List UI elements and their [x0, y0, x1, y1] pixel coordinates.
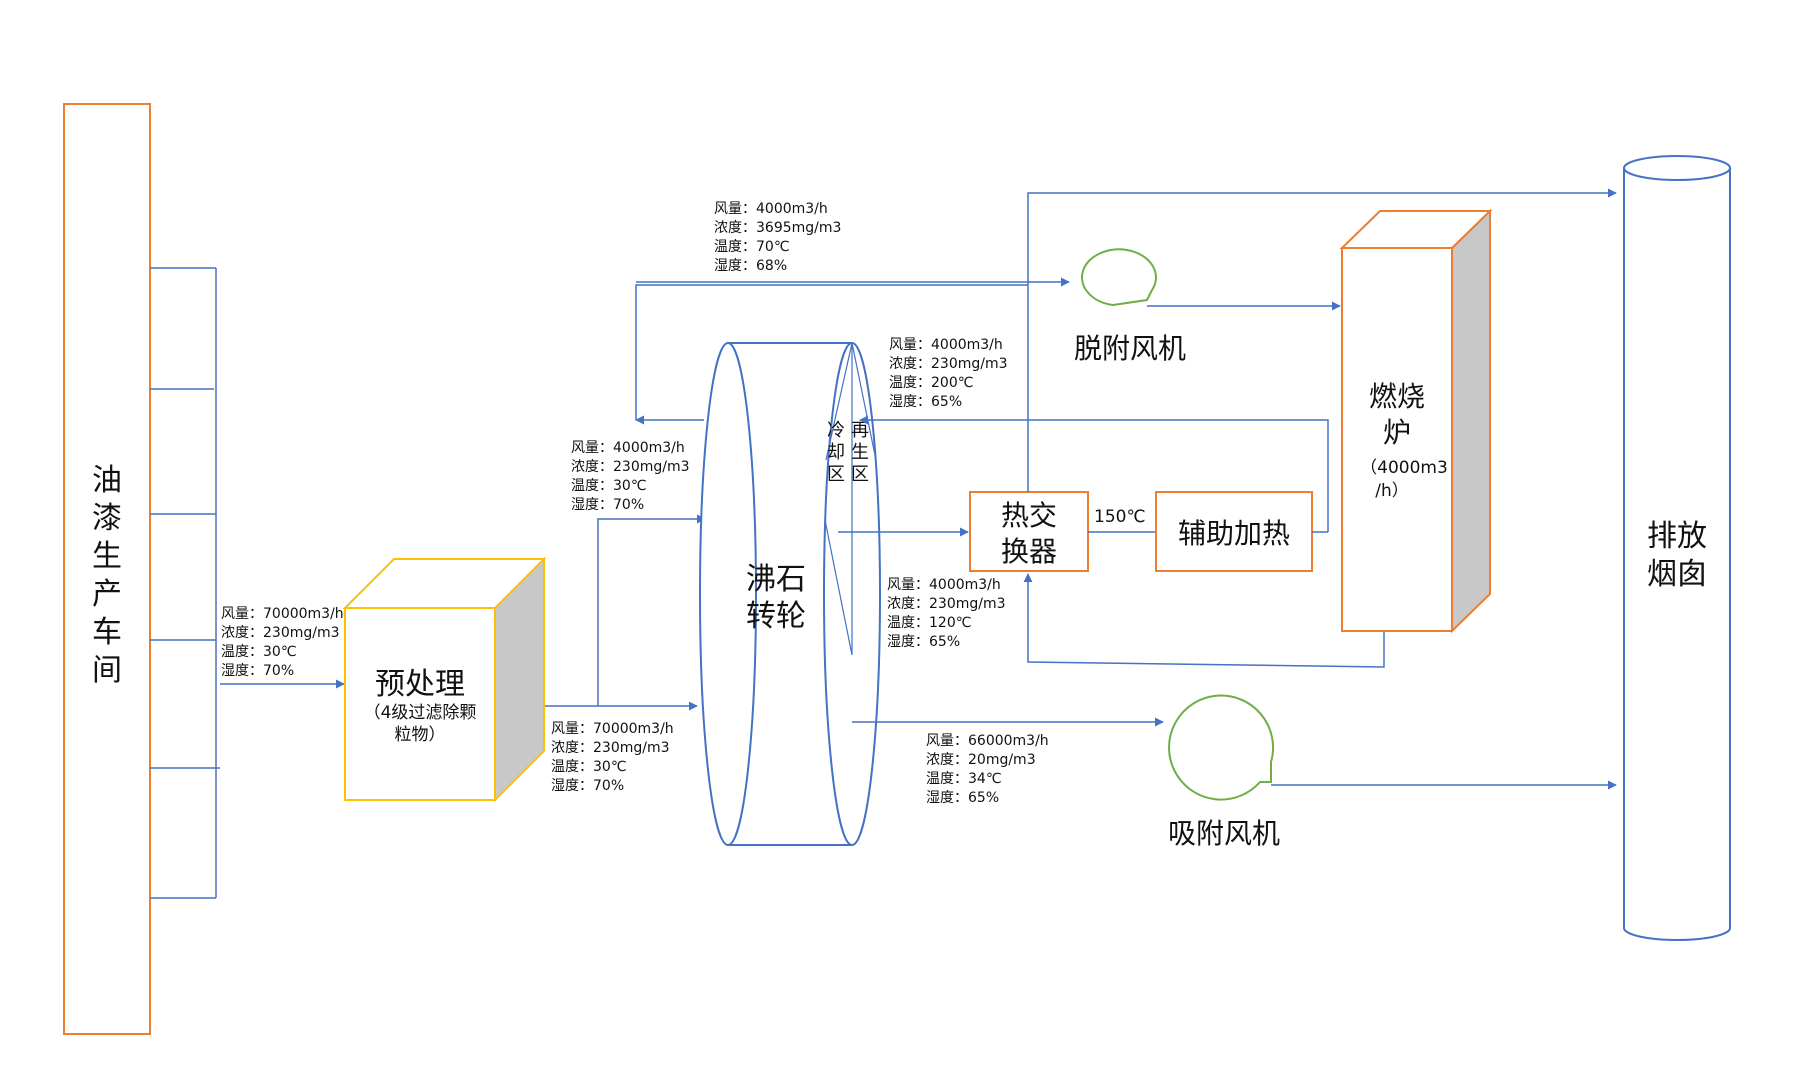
- param-line: 风量：4000m3/h: [889, 337, 1003, 353]
- cooling-branch-arrow: [597, 514, 706, 706]
- param-line: 浓度：230mg/m3: [889, 356, 1008, 372]
- param-line: 浓度：230mg/m3: [571, 459, 690, 475]
- param-line: 温度：70℃: [714, 239, 790, 255]
- workshop-text-char: 产: [92, 577, 122, 612]
- regen-in-arrow: [859, 415, 1329, 532]
- exhaust-manifold: [150, 267, 220, 899]
- param-line: 温度：30℃: [221, 644, 297, 660]
- inlet-params: 风量：70000m3/h 浓度：230mg/m3 温度：30℃ 湿度：70%: [221, 606, 344, 679]
- param-line: 风量：4000m3/h: [887, 577, 1001, 593]
- pretreat-note-line1: （4级过滤除颗: [364, 703, 477, 723]
- workshop-text-char: 车: [92, 615, 122, 650]
- furnace-box: [1339, 208, 1493, 634]
- wheel-title-line2: 转轮: [746, 599, 806, 634]
- param-line: 风量：4000m3/h: [714, 201, 828, 217]
- param-line: 温度：30℃: [571, 478, 647, 494]
- workshop-text-char: 间: [92, 653, 122, 688]
- param-line: 浓度：230mg/m3: [551, 740, 670, 756]
- param-line: 温度：200℃: [889, 375, 973, 391]
- cool-text-char: 区: [827, 464, 845, 485]
- regen-text-char: 再: [851, 420, 869, 441]
- regen-text-char: 区: [851, 464, 869, 485]
- furnace-title-line1: 燃烧: [1369, 380, 1425, 413]
- param-line: 湿度：68%: [714, 258, 787, 274]
- workshop-text-char: 生: [92, 539, 122, 574]
- param-line: 风量：70000m3/h: [551, 721, 674, 737]
- regen-zone-label: 再生区: [851, 420, 869, 485]
- furnace-to-hx-arrow: [1023, 573, 1385, 668]
- param-line: 浓度：20mg/m3: [926, 752, 1036, 768]
- desorb-out-params: 风量：4000m3/h 浓度：3695mg/m3 温度：70℃ 湿度：68%: [714, 201, 841, 274]
- pretreat-title: 预处理: [375, 667, 465, 702]
- cool-text-char: 冷: [827, 420, 845, 441]
- param-line: 风量：66000m3/h: [926, 733, 1049, 749]
- param-line: 风量：70000m3/h: [221, 606, 344, 622]
- param-line: 湿度：70%: [571, 497, 644, 513]
- pretreat-note-line2: 粒物）: [395, 725, 446, 745]
- cooling-inlet-params: 风量：4000m3/h 浓度：230mg/m3 温度：30℃ 湿度：70%: [571, 440, 690, 513]
- stack: [1623, 155, 1731, 941]
- cooling-zone-label: 冷却区: [827, 420, 845, 485]
- param-line: 风量：4000m3/h: [571, 440, 685, 456]
- param-line: 温度：120℃: [887, 615, 971, 631]
- cooling-out-params: 风量：4000m3/h 浓度：230mg/m3 温度：120℃ 湿度：65%: [887, 577, 1006, 650]
- furnace-cap-line2: /h）: [1375, 481, 1409, 501]
- desorb-out-arrow: [635, 284, 1028, 420]
- param-line: 浓度：3695mg/m3: [714, 220, 841, 236]
- workshop-text-char: 漆: [92, 501, 122, 536]
- param-line: 湿度：70%: [221, 663, 294, 679]
- regen-inlet-params: 风量：4000m3/h 浓度：230mg/m3 温度：200℃ 湿度：65%: [889, 337, 1008, 410]
- furnace-title-line2: 炉: [1383, 416, 1411, 449]
- param-line: 湿度：65%: [887, 634, 960, 650]
- stack-label-line1: 排放: [1647, 519, 1707, 554]
- hx-to-stack-arrow: [1027, 188, 1617, 492]
- heat-exchanger-box: [969, 491, 1089, 572]
- param-line: 湿度：65%: [926, 790, 999, 806]
- wheel-sector-lines: [824, 342, 877, 656]
- param-line: 湿度：70%: [551, 778, 624, 794]
- adsorb-fan: [1168, 694, 1274, 801]
- param-line: 浓度：230mg/m3: [887, 596, 1006, 612]
- param-line: 温度：34℃: [926, 771, 1002, 787]
- desorb-fan: [1081, 248, 1157, 307]
- workshop-text-char: 油: [92, 463, 122, 498]
- clean-out-params: 风量：66000m3/h 浓度：20mg/m3 温度：34℃ 湿度：65%: [926, 733, 1049, 806]
- wheel-title-line1: 沸石: [746, 562, 806, 597]
- stack-label-line2: 烟囱: [1647, 557, 1707, 592]
- desorb-fan-label: 脱附风机: [1074, 332, 1186, 365]
- param-line: 湿度：65%: [889, 394, 962, 410]
- param-line: 浓度：230mg/m3: [221, 625, 340, 641]
- cool-text-char: 却: [827, 442, 845, 463]
- pretreat-box: [342, 556, 547, 803]
- workshop-box: [63, 103, 151, 1035]
- furnace-cap-line1: （4000m3: [1360, 458, 1448, 478]
- aux-temp-label: 150℃: [1094, 507, 1146, 527]
- param-line: 温度：30℃: [551, 759, 627, 775]
- after-pretreat-params: 风量：70000m3/h 浓度：230mg/m3 温度：30℃ 湿度：70%: [551, 721, 674, 794]
- hx-label-line1: 热交: [1001, 499, 1057, 532]
- hx-label-line2: 换器: [1001, 535, 1057, 568]
- regen-text-char: 生: [851, 442, 869, 463]
- aux-heater-label: 辅助加热: [1178, 517, 1290, 550]
- adsorb-fan-label: 吸附风机: [1168, 817, 1280, 850]
